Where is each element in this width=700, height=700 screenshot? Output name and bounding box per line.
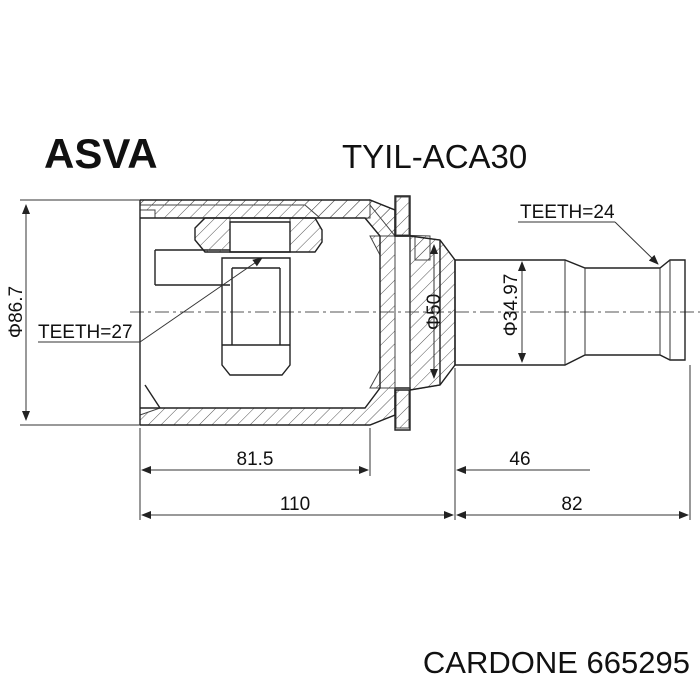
inner-tripod (194, 217, 323, 376)
dim-outer-diameter: Φ86.7 (6, 199, 140, 426)
label-teeth-inner: TEETH=27 (38, 322, 133, 343)
label-shaft-diameter: Φ34.97 (501, 274, 522, 337)
brand-title: ASVA (44, 130, 158, 177)
callout-teeth-inner: TEETH=27 (38, 257, 263, 343)
label-outer-diameter: Φ86.7 (6, 286, 27, 338)
label-total-left: 110 (280, 494, 310, 515)
callout-teeth-outer: TEETH=24 (518, 202, 659, 265)
label-total-right: 82 (561, 494, 582, 515)
label-teeth-outer: TEETH=24 (520, 202, 615, 223)
cross-reference: CARDONE 665295 (423, 645, 690, 680)
housing-body (139, 195, 431, 431)
label-housing-length: 81.5 (237, 449, 274, 470)
shaft (454, 259, 686, 366)
dim-lengths: 81.5 46 110 82 (139, 365, 691, 520)
part-number: TYIL-ACA30 (342, 138, 527, 175)
label-shaft-length: 46 (509, 449, 530, 470)
